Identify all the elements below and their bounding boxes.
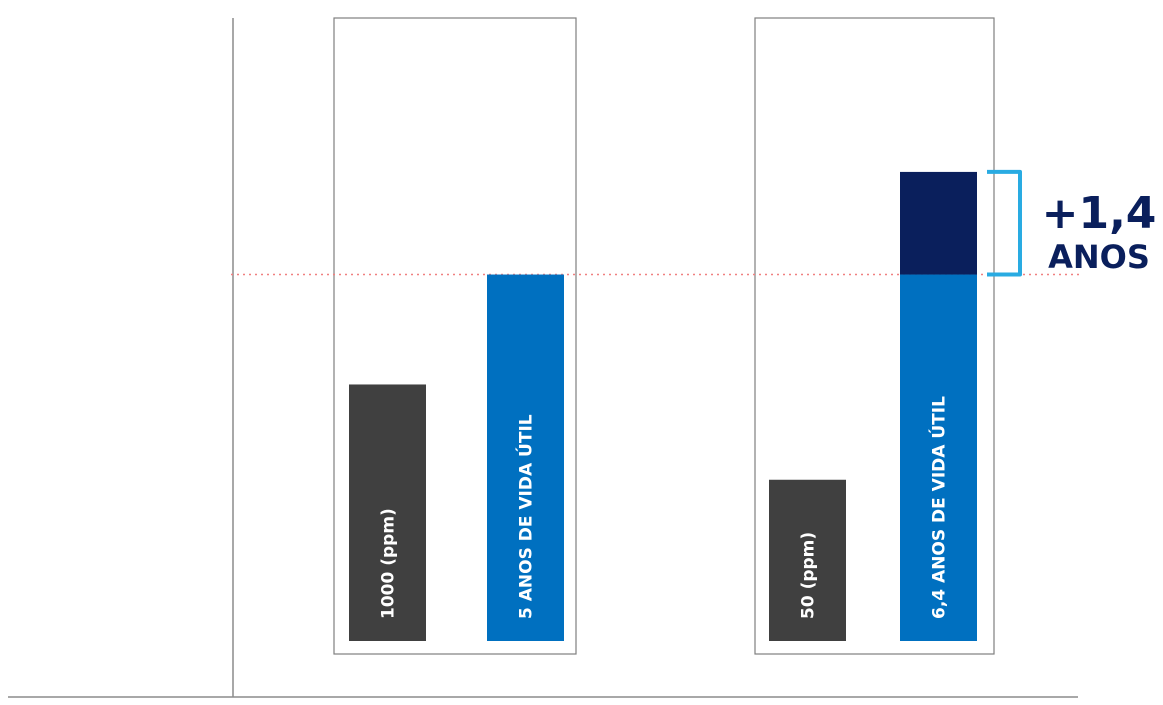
bar-5-anos bbox=[487, 274, 564, 641]
increment-segment bbox=[900, 171, 977, 275]
bar-6-4-anos bbox=[900, 274, 977, 641]
bar-label-5-anos: 5 ANOS DE VIDA ÚTIL bbox=[515, 414, 537, 619]
increment-unit-label: ANOS bbox=[1048, 238, 1150, 276]
bar-label-1000-ppm: 1000 (ppm) bbox=[379, 508, 399, 619]
bar-1000-ppm bbox=[349, 384, 426, 641]
increment-value-label: +1,4 bbox=[1042, 188, 1157, 239]
bar-label-50-ppm: 50 (ppm) bbox=[799, 532, 819, 619]
group-2-frame bbox=[754, 17, 995, 655]
increment-bracket bbox=[987, 169, 1022, 277]
group-1-frame bbox=[333, 17, 577, 655]
bar-label-6-4-anos: 6,4 ANOS DE VIDA ÚTIL bbox=[928, 396, 950, 619]
bar-50-ppm bbox=[769, 479, 846, 641]
